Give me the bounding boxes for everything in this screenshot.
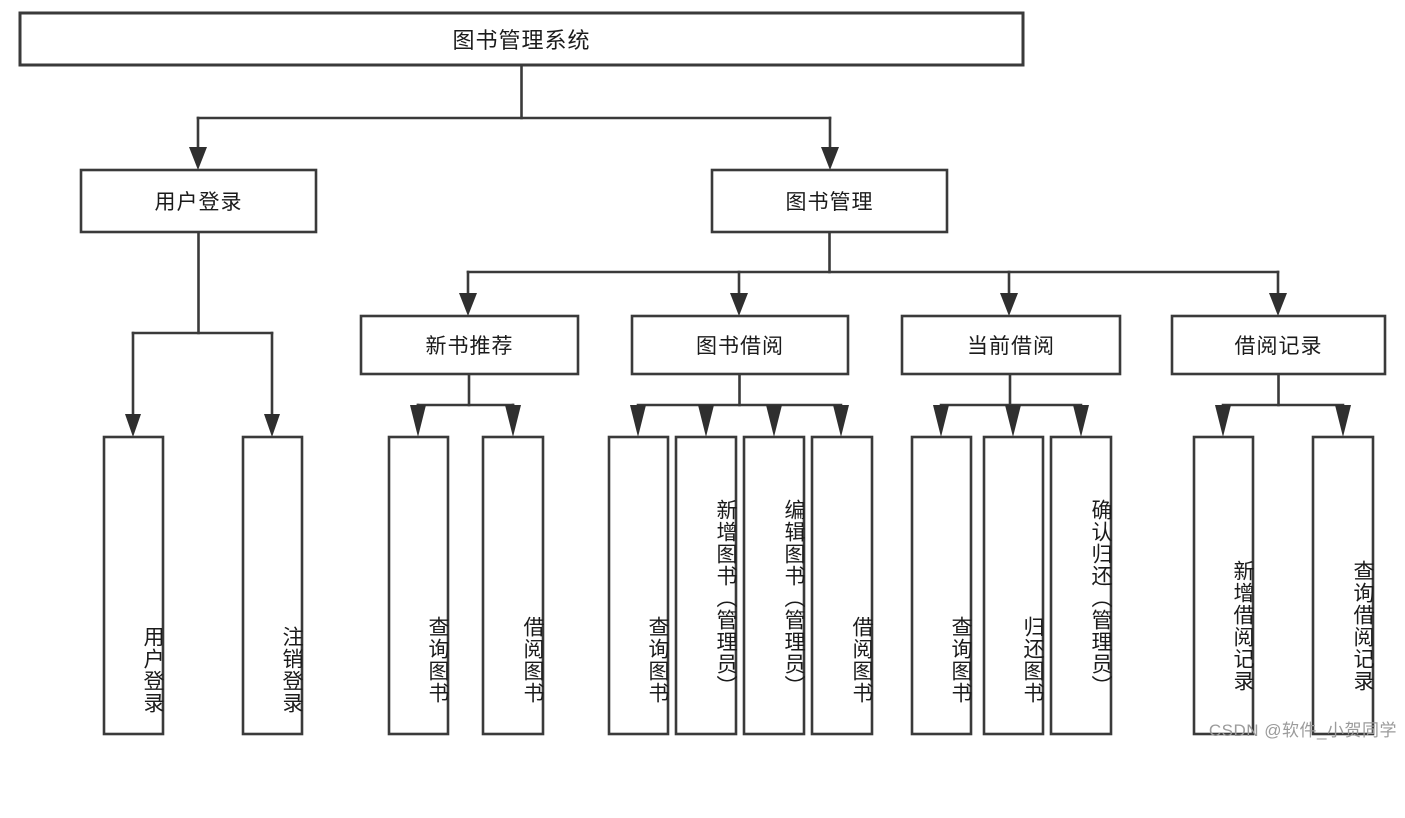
csdn-watermark: CSDN @软件_小贺同学 [1208, 721, 1397, 740]
diagram-canvas: 图书管理系统 用户登录 图书管理 新书推荐 图书借阅 当前借阅 借阅记录 用户登… [18, 11, 1397, 740]
arrow-head-new-book-recommend [459, 293, 477, 316]
node-box-leaf-add-book[interactable] [674, 435, 738, 736]
arrow-head-leaf-query-book-borrow [630, 405, 646, 437]
connector-group-current-borrow [933, 372, 1089, 437]
node-box-book-manage[interactable] [710, 168, 949, 234]
arrow-head-leaf-edit-book [766, 405, 782, 437]
node-box-leaf-user-login[interactable] [102, 435, 165, 736]
connector-group-new-book-recommend [410, 372, 521, 437]
node-box-leaf-query-book-recommend[interactable] [387, 435, 450, 736]
node-box-leaf-return-book[interactable] [982, 435, 1045, 736]
node-box-leaf-add-borrow-record[interactable] [1192, 435, 1255, 736]
connector-group-root [189, 63, 839, 170]
connector-group-user-login [125, 230, 280, 437]
arrow-head-borrow-record [1269, 293, 1287, 316]
arrow-head-leaf-add-book [698, 405, 714, 437]
arrow-head-leaf-borrow-book [833, 405, 849, 437]
connector-group-book-manage [459, 230, 1287, 316]
node-box-leaf-query-book-current[interactable] [910, 435, 973, 736]
node-box-root[interactable] [18, 11, 1025, 67]
arrow-head-book-manage [821, 147, 839, 170]
node-box-leaf-borrow-book-recommend[interactable] [481, 435, 545, 736]
node-box-book-borrow[interactable] [630, 314, 850, 376]
node-box-leaf-edit-book[interactable] [742, 435, 806, 736]
node-box-leaf-query-book-borrow[interactable] [607, 435, 670, 736]
connector-group-borrow-record [1215, 372, 1351, 437]
arrow-head-leaf-borrow-book-recommend [505, 405, 521, 437]
arrow-head-leaf-query-borrow-record [1335, 405, 1351, 437]
arrow-head-current-borrow [1000, 293, 1018, 316]
node-box-leaf-borrow-book[interactable] [810, 435, 874, 736]
arrow-head-leaf-query-book-current [933, 405, 949, 437]
arrow-head-leaf-logout [264, 414, 280, 437]
node-box-user-login[interactable] [79, 168, 318, 234]
node-box-leaf-logout[interactable] [241, 435, 304, 736]
arrow-head-user-login [189, 147, 207, 170]
node-box-leaf-confirm-return[interactable] [1049, 435, 1113, 736]
connector-group-book-borrow [630, 372, 849, 437]
arrow-head-leaf-add-borrow-record [1215, 405, 1231, 437]
node-box-new-book-recommend[interactable] [359, 314, 580, 376]
node-box-leaf-query-borrow-record[interactable] [1311, 435, 1375, 736]
tree-diagram-svg [18, 11, 1387, 736]
arrow-head-leaf-user-login [125, 414, 141, 437]
arrow-head-leaf-query-book-recommend [410, 405, 426, 437]
arrow-head-book-borrow [730, 293, 748, 316]
node-box-current-borrow[interactable] [900, 314, 1122, 376]
arrow-head-leaf-return-book [1005, 405, 1021, 437]
arrow-head-leaf-confirm-return [1073, 405, 1089, 437]
node-box-borrow-record[interactable] [1170, 314, 1387, 376]
